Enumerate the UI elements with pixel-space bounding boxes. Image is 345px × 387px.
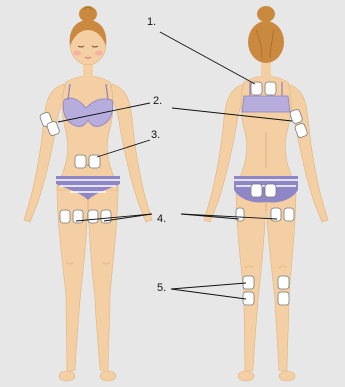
electrode-4-front-1 bbox=[60, 210, 70, 223]
front-hair-bun bbox=[79, 6, 97, 22]
electrode-4-back-3 bbox=[284, 208, 294, 221]
electrode-5-right-upper bbox=[278, 276, 289, 289]
front-left-cheek bbox=[73, 51, 81, 56]
back-left-foot bbox=[238, 371, 254, 381]
electrode-1-left bbox=[251, 82, 262, 95]
electrode-3-left bbox=[75, 155, 86, 168]
back-right-foot bbox=[279, 371, 295, 381]
electrode-5-left-upper bbox=[243, 276, 254, 289]
front-torso bbox=[57, 76, 118, 190]
back-neck bbox=[261, 62, 271, 78]
front-right-foot bbox=[100, 371, 116, 381]
label-4: 4. bbox=[157, 213, 166, 225]
back-head bbox=[248, 21, 284, 63]
front-right-cheek bbox=[95, 51, 103, 56]
label-5: 5. bbox=[157, 282, 166, 294]
electrode-4-front-3 bbox=[88, 210, 98, 223]
electrode-1-right bbox=[265, 82, 276, 95]
label-2: 2. bbox=[153, 95, 162, 107]
label-1: 1. bbox=[147, 16, 156, 28]
electrode-5-right-lower bbox=[278, 292, 289, 305]
electrode-buttock-left bbox=[251, 184, 262, 197]
back-bra-band bbox=[242, 96, 290, 112]
back-hair-bun bbox=[257, 6, 275, 22]
electrode-buttock-right bbox=[265, 184, 276, 197]
front-left-foot bbox=[59, 371, 75, 381]
label-3: 3. bbox=[151, 129, 160, 141]
